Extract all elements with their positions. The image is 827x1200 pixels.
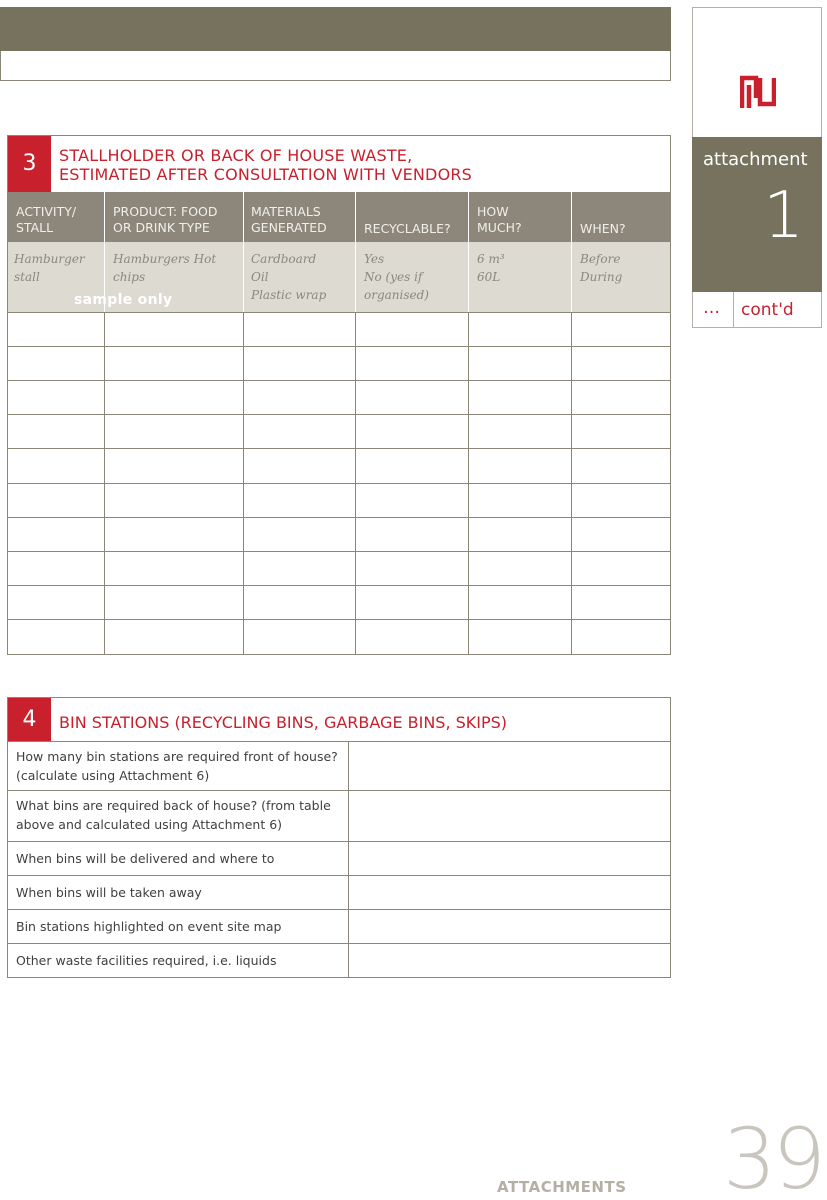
section-number: 4 — [8, 698, 51, 741]
column-divider — [355, 192, 356, 312]
divider — [733, 292, 734, 327]
continued-label: cont'd — [741, 300, 794, 320]
section-number: 3 — [8, 136, 51, 192]
question-label: Bin stations highlighted on event site m… — [16, 919, 282, 934]
sample-cell-materials: Cardboard Oil Plastic wrap — [251, 252, 327, 302]
section-title: BIN STATIONS (RECYCLING BINS, GARBAGE BI… — [59, 713, 508, 732]
section-title: STALLHOLDER OR BACK OF HOUSE WASTE, ESTI… — [59, 146, 659, 184]
question-row: Bin stations highlighted on event site m… — [8, 909, 670, 944]
section-stallholder-waste: 3 STALLHOLDER OR BACK OF HOUSE WASTE, ES… — [7, 135, 671, 655]
column-divider — [571, 312, 572, 654]
column-divider — [104, 312, 105, 654]
section-title-line-1: STALLHOLDER OR BACK OF HOUSE WASTE, — [59, 146, 413, 165]
question-label: How many bin stations are required front… — [16, 749, 338, 783]
sample-cell-recyclable: Yes No (yes if organised) — [364, 252, 429, 302]
page-number: 39 — [723, 1110, 826, 1200]
table-row-line — [8, 619, 670, 620]
section-header: 4 BIN STATIONS (RECYCLING BINS, GARBAGE … — [8, 698, 670, 741]
table-row-line — [8, 517, 670, 518]
table-row-line — [8, 585, 670, 586]
sample-cell-activity: Hamburger stall — [14, 252, 85, 284]
column-divider — [243, 192, 244, 312]
logo-icon — [740, 75, 776, 108]
top-header-bar — [0, 7, 671, 51]
table-row-line — [8, 380, 670, 381]
column-header-when: WHEN? — [580, 221, 626, 236]
footer-label: ATTACHMENTS — [497, 1178, 627, 1196]
column-divider — [104, 192, 105, 312]
question-row: When bins will be taken away — [8, 875, 670, 910]
sample-cell-how-much: 6 m³ 60L — [477, 252, 505, 284]
column-divider — [348, 910, 349, 944]
top-header-field[interactable] — [0, 51, 671, 81]
question-label: When bins will be taken away — [16, 885, 202, 900]
continued-panel: … cont'd — [692, 292, 822, 328]
column-header-recyclable: RECYCLABLE? — [364, 221, 451, 236]
column-divider — [355, 312, 356, 654]
attachment-panel: attachment 1 — [692, 137, 822, 292]
logo-panel — [692, 7, 822, 137]
column-divider — [348, 842, 349, 876]
table-row-line — [8, 346, 670, 347]
table-row-line — [8, 448, 670, 449]
sample-only-watermark: sample only — [74, 292, 173, 308]
question-label: When bins will be delivered and where to — [16, 851, 275, 866]
column-header-activity: ACTIVITY/STALL — [16, 204, 77, 235]
column-divider — [348, 791, 349, 842]
question-row: How many bin stations are required front… — [8, 741, 670, 791]
attachment-number: 1 — [763, 179, 804, 253]
section-bin-stations: 4 BIN STATIONS (RECYCLING BINS, GARBAGE … — [7, 697, 671, 978]
sample-cell-product: Hamburgers Hot chips — [113, 252, 217, 284]
column-divider — [468, 192, 469, 312]
question-label: What bins are required back of house? (f… — [16, 798, 331, 832]
table-row-line — [8, 551, 670, 552]
ellipsis-icon: … — [703, 298, 720, 318]
column-divider — [348, 742, 349, 791]
column-divider — [348, 876, 349, 910]
section-header: 3 STALLHOLDER OR BACK OF HOUSE WASTE, ES… — [8, 136, 670, 192]
column-divider — [571, 192, 572, 312]
sample-row: Hamburger stall Hamburgers Hot chips Car… — [8, 242, 670, 312]
question-row: What bins are required back of house? (f… — [8, 790, 670, 842]
column-divider — [468, 312, 469, 654]
table-row-line — [8, 414, 670, 415]
sample-cell-when: Before During — [580, 252, 623, 284]
table-row-line — [8, 483, 670, 484]
column-divider — [348, 944, 349, 978]
attachment-label: attachment — [703, 149, 808, 170]
table-row-line — [8, 312, 670, 313]
section-title-line-2: ESTIMATED AFTER CONSULTATION WITH VENDOR… — [59, 165, 473, 184]
question-row: Other waste facilities required, i.e. li… — [8, 943, 670, 978]
column-divider — [243, 312, 244, 654]
attachment-side-tab: attachment 1 … cont'd — [692, 7, 822, 328]
question-row: When bins will be delivered and where to — [8, 841, 670, 876]
question-label: Other waste facilities required, i.e. li… — [16, 953, 277, 968]
